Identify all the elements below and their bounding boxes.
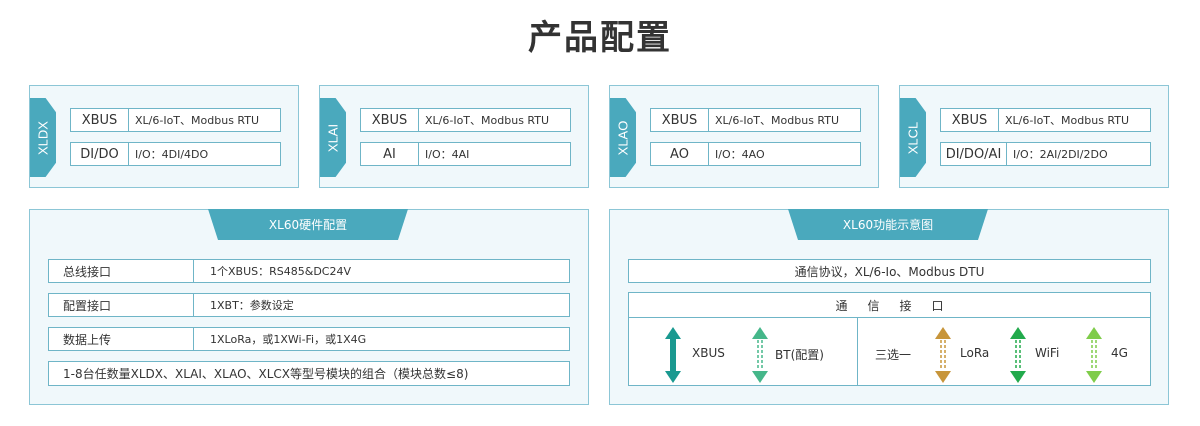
module-row-key: DI/DO/AI [941,143,1007,165]
module-row-value: XL/6-IoT、Modbus RTU [135,114,260,127]
module-tag: XLDX [30,98,56,177]
lora-label: LoRa [960,346,990,360]
module-tag-label: XLDX [35,120,51,155]
xbus-double-arrow-icon [665,327,681,383]
module-row-key: XBUS [71,109,129,131]
hardware-row-key: 总线接口 [49,260,194,282]
module-tag-label: XLAO [615,120,631,155]
hardware-row-value: 1XBT：参数设定 [210,299,294,312]
module-tag: XLAO [610,98,636,177]
hardware-row: 总线接口 1个XBUS：RS485&DC24V [48,259,570,283]
module-row-key: AI [361,143,419,165]
bt-label: BT(配置) [775,348,824,362]
module-row-value: I/O：4DI/4DO [135,148,209,161]
module-row-key: DI/DO [71,143,129,165]
hardware-panel: XL60硬件配置 总线接口 1个XBUS：RS485&DC24V 配置接口 1XBT… [29,209,589,405]
choice-label: 三选一 [875,348,912,362]
module-row: AI I/O：4AI [360,142,571,166]
module-row-key: AO [651,143,709,165]
hardware-panel-title: XL60硬件配置 [208,209,408,240]
page-title: 产品配置 [528,18,672,58]
module-card-xldx: XLDX XBUS XL/6-IoT、Modbus RTU DI/DO I/O：4D… [29,85,299,188]
wifi-label: WiFi [1035,346,1060,360]
module-row: XBUS XL/6-IoT、Modbus RTU [360,108,571,132]
hardware-row-key: 数据上传 [49,328,194,350]
module-tag-label: XLAI [325,123,341,152]
hardware-row: 配置接口 1XBT：参数设定 [48,293,570,317]
module-row: AO I/O：4AO [650,142,861,166]
comm-interface-header: 通信接口 [629,293,1150,318]
bt-double-arrow-icon [752,327,768,383]
module-row-value: XL/6-IoT、Modbus RTU [715,114,840,127]
module-row-value: I/O：4AI [425,148,470,161]
module-card-xlai: XLAI XBUS XL/6-IoT、Modbus RTU AI I/O：4AI [319,85,589,188]
module-row-value: I/O：4AO [715,148,765,161]
diagram-panel-title: XL60功能示意图 [788,209,988,240]
module-row-value: I/O：2AI/2DI/2DO [1013,148,1108,161]
4g-double-arrow-icon [1086,327,1102,383]
module-row: XBUS XL/6-IoT、Modbus RTU [70,108,281,132]
hardware-footer: 1-8台任数量XLDX、XLAI、XLAO、XLCX等型号模块的组合（模块总数≤… [48,361,570,386]
module-tag-label: XLCL [905,121,921,154]
module-row: XBUS XL/6-IoT、Modbus RTU [650,108,861,132]
module-tag: XLAI [320,98,346,177]
module-row: DI/DO I/O：4DI/4DO [70,142,281,166]
module-row: DI/DO/AI I/O：2AI/2DI/2DO [940,142,1151,166]
module-row-key: XBUS [651,109,709,131]
module-row-key: XBUS [941,109,999,131]
module-card-xlao: XLAO XBUS XL/6-IoT、Modbus RTU AO I/O：4AO [609,85,879,188]
module-row-value: XL/6-IoT、Modbus RTU [1005,114,1130,127]
lora-double-arrow-icon [935,327,951,383]
module-card-xlcl: XLCL XBUS XL/6-IoT、Modbus RTU DI/DO/AI I/O… [899,85,1169,188]
hardware-row-key: 配置接口 [49,294,194,316]
diagram-panel: XL60功能示意图 通信协议，XL/6-Io、Modbus DTU 通信接口 X… [609,209,1169,405]
module-tag: XLCL [900,98,926,177]
module-row: XBUS XL/6-IoT、Modbus RTU [940,108,1151,132]
4g-label: 4G [1111,346,1128,360]
hardware-row-value: 1个XBUS：RS485&DC24V [210,265,351,278]
module-row-value: XL/6-IoT、Modbus RTU [425,114,550,127]
wifi-double-arrow-icon [1010,327,1026,383]
comm-divider [857,318,858,386]
protocol-box: 通信协议，XL/6-Io、Modbus DTU [628,259,1151,283]
hardware-row-value: 1XLoRa，或1XWi-Fi，或1X4G [210,333,367,346]
comm-interface-box: 通信接口 XBUS BT(配置) 三选一 LoRa WiFi [628,292,1151,386]
xbus-label: XBUS [692,346,725,360]
hardware-row: 数据上传 1XLoRa，或1XWi-Fi，或1X4G [48,327,570,351]
module-row-key: XBUS [361,109,419,131]
